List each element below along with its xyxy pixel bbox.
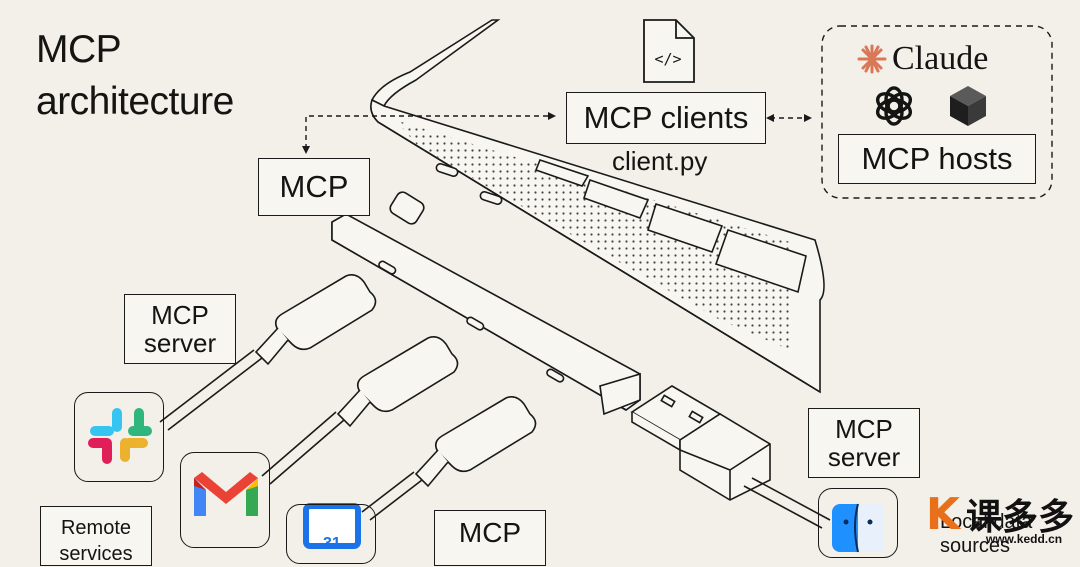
- title-line-1: MCP: [36, 28, 122, 71]
- calendar-tile: 31: [286, 504, 376, 564]
- watermark-url: www.kedd.cn: [985, 532, 1063, 546]
- mcp-protocol-box: MCP: [258, 158, 370, 216]
- remote-services-box: Remote services: [40, 506, 152, 566]
- claude-wordmark: Claude: [892, 40, 989, 77]
- laptop-illustration: [370, 19, 825, 394]
- google-calendar-icon: [303, 503, 361, 549]
- mcp-protocol-label: MCP: [279, 169, 349, 204]
- arrow-heads: [302, 112, 812, 154]
- remote-services-line1: Remote: [60, 517, 132, 539]
- slack-tile: [74, 392, 164, 482]
- mcp-server-remote-line2: server: [143, 328, 217, 358]
- mcp-hosts-box: MCP hosts: [838, 134, 1036, 184]
- local-data-sources-label: Local data sources: [940, 510, 1032, 558]
- usb-c-cables: [159, 274, 537, 521]
- gmail-icon: [194, 472, 258, 516]
- mcp-server-remote-line1: MCP: [151, 300, 209, 330]
- page-title: MCP architecture: [36, 24, 234, 128]
- code-glyph: </>: [654, 50, 681, 68]
- mcp-bottom-box: MCP: [434, 510, 546, 566]
- mcp-hosts-group: [821, 25, 1053, 199]
- mcp-server-remote-box: MCP server: [124, 294, 236, 364]
- usb-a-connector: [630, 385, 831, 529]
- slack-icon: [88, 408, 152, 464]
- gmail-tile: [180, 452, 270, 548]
- diagram-canvas: </>: [36, 19, 1074, 566]
- mcp-clients-box: MCP clients: [566, 92, 766, 144]
- watermark-text: 课多多: [965, 496, 1074, 537]
- finder-tile: [818, 488, 898, 558]
- remote-services-line2: services: [59, 543, 133, 565]
- local-data-line1: Local data: [940, 511, 1033, 533]
- openai-icon: [875, 86, 913, 126]
- mcp-server-local-line2: server: [827, 442, 901, 472]
- calendar-day-number: 31: [323, 535, 341, 552]
- watermark-mark: K: [925, 488, 960, 540]
- local-data-line2: sources: [940, 535, 1011, 557]
- watermark: K 课多多 www.kedd.cn: [925, 488, 1074, 547]
- mcp-bottom-label: MCP: [458, 517, 522, 548]
- file-icon: [643, 19, 695, 83]
- speaker-grille: [395, 120, 790, 350]
- finder-icon: [832, 503, 884, 553]
- mcp-hosts-label: MCP hosts: [861, 141, 1013, 176]
- client-file-label: client.py: [612, 146, 708, 176]
- dashed-connectors: [305, 115, 806, 146]
- claude-spark-icon: [857, 44, 887, 74]
- claude-logo: Claude: [856, 40, 988, 78]
- mcp-server-local-line1: MCP: [835, 414, 893, 444]
- mcp-server-local-box: MCP server: [808, 408, 920, 478]
- cube-icon: [950, 86, 986, 126]
- title-line-2: architecture: [36, 80, 234, 123]
- mcp-clients-label: MCP clients: [583, 100, 749, 135]
